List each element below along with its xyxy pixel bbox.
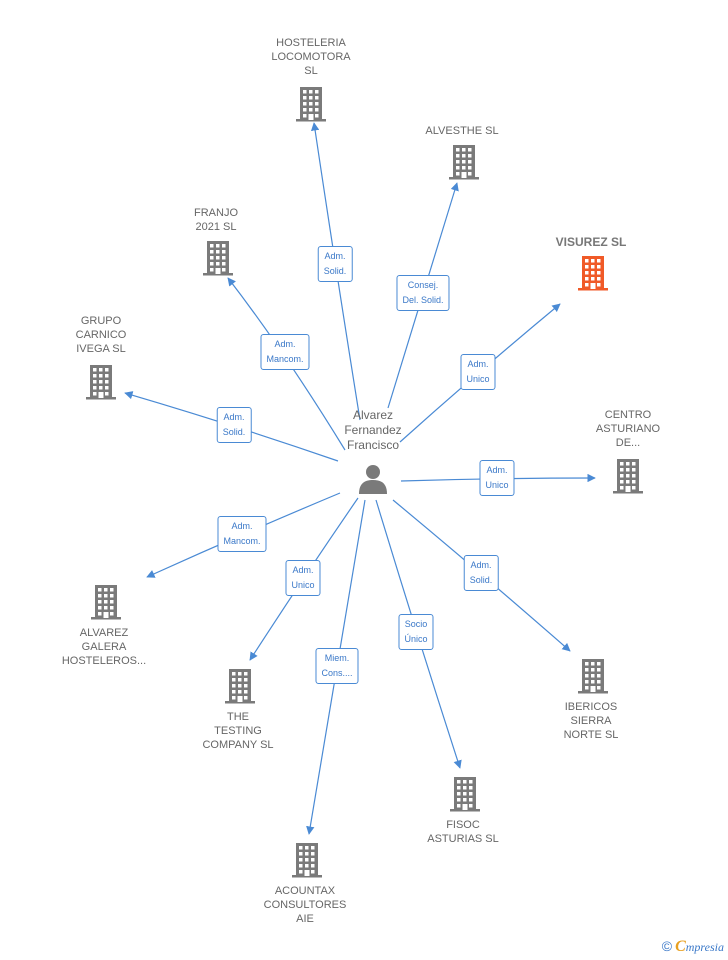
company-name-ibericos[interactable]: IBERICOS SIERRA NORTE SL [563,701,619,741]
copyright-icon: © [661,938,673,954]
role-label-testing[interactable]: Adm. Unico [285,560,321,596]
company-name-alvesthe[interactable]: ALVESTHE SL [425,125,499,137]
role-label-franjo[interactable]: Adm. Mancom. [260,334,310,370]
company-name-franjo[interactable]: FRANJO 2021 SL [194,207,238,233]
company-name-centro[interactable]: CENTRO ASTURIANO DE... [595,409,661,449]
company-name-fisoc[interactable]: FISOC ASTURIAS SL [427,819,499,845]
building-icon[interactable] [85,364,117,405]
building-icon[interactable] [291,842,323,883]
company-name-hosteleria[interactable]: HOSTELERIA LOCOMOTORA SL [271,37,351,77]
company-name-alvarezgalera[interactable]: ALVAREZ GALERA HOSTELEROS... [61,627,147,667]
building-icon[interactable] [612,458,644,499]
building-icon[interactable] [577,658,609,699]
building-icon[interactable] [449,776,481,817]
role-label-alvesthe[interactable]: Consej. Del. Solid. [396,275,450,311]
building-icon[interactable] [577,255,609,296]
role-label-fisoc[interactable]: Socio Único [398,614,434,650]
footer-brand[interactable]: © Cmpresia [662,938,724,956]
role-label-visurez[interactable]: Adm. Unico [460,354,496,390]
brand-logo-text: mpresia [685,940,724,954]
role-label-grupo[interactable]: Adm. Solid. [216,407,252,443]
building-icon[interactable] [448,144,480,185]
company-name-grupo[interactable]: GRUPO CARNICO IVEGA SL [75,315,127,355]
company-name-testing[interactable]: THE TESTING COMPANY SL [202,711,274,751]
person-name[interactable]: Alvarez Fernandez Francisco [344,408,402,452]
person-icon[interactable] [357,463,389,500]
building-icon[interactable] [202,240,234,281]
role-label-alvarezgalera[interactable]: Adm. Mancom. [217,516,267,552]
building-icon[interactable] [90,584,122,625]
building-icon[interactable] [295,86,327,127]
role-label-acountax[interactable]: Miem. Cons.... [315,648,359,684]
building-icon[interactable] [224,668,256,709]
role-label-hosteleria[interactable]: Adm. Solid. [317,246,353,282]
role-label-centro[interactable]: Adm. Unico [479,460,515,496]
company-name-acountax[interactable]: ACOUNTAX CONSULTORES AIE [263,885,347,925]
brand-logo-initial: C [675,938,686,955]
company-name-visurez[interactable]: VISUREZ SL [555,235,627,249]
role-label-ibericos[interactable]: Adm. Solid. [463,555,499,591]
